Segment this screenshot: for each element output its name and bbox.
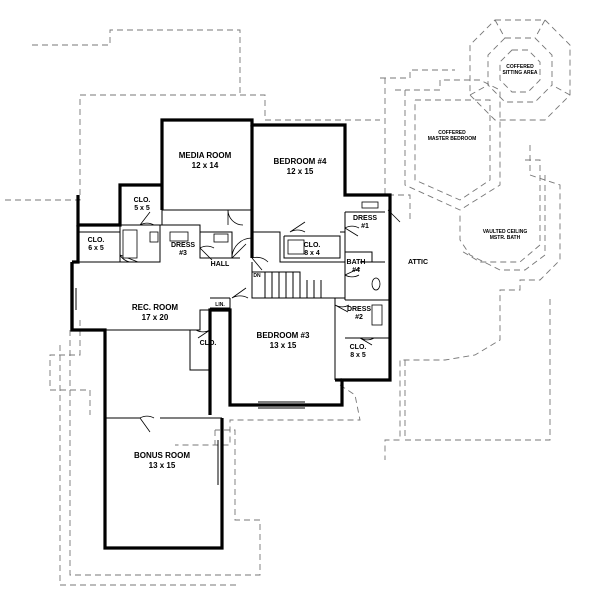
vaulted-bath-line2: MSTR. BATH — [490, 235, 521, 241]
hall-label: HALL — [211, 261, 230, 268]
roof-outline-dashed — [5, 29, 561, 586]
clo-8x5-name: CLO. — [350, 344, 367, 351]
media-room-size: 12 x 14 — [192, 161, 219, 170]
vaulted-bath-line1: VAULTED CEILING — [483, 229, 528, 235]
dress-3-num: #3 — [179, 250, 187, 257]
dress-1-name: DRESS — [353, 215, 377, 222]
dress-3-name: DRESS — [171, 242, 195, 249]
sitting-area-octagon — [469, 19, 571, 121]
sink-icon-2 — [213, 233, 229, 243]
bath-4-name: BATH — [347, 259, 366, 266]
dress-2-num: #2 — [355, 314, 363, 321]
clo-5x5-name: CLO. — [134, 197, 151, 204]
bath-4-num: #4 — [352, 267, 360, 274]
clo-8x4-size: 8 x 4 — [304, 250, 320, 257]
exterior-walls — [70, 118, 392, 550]
clo-6x5-size: 6 x 5 — [88, 245, 104, 252]
clo-8x5-size: 8 x 5 — [350, 352, 366, 359]
tub-icon-3 — [371, 304, 383, 326]
bonus-room-size: 13 x 15 — [149, 461, 176, 470]
bedroom-3-size: 13 x 15 — [270, 341, 297, 350]
lin-label: LIN. — [215, 302, 225, 308]
coffered-master-line1: COFFERED — [438, 130, 466, 136]
rec-room-size: 17 x 20 — [142, 313, 169, 322]
tub-icon — [122, 229, 138, 259]
clo-5x5-size: 5 x 5 — [134, 205, 150, 212]
bonus-room-name: BONUS ROOM — [134, 451, 190, 460]
toilet-icon — [371, 277, 381, 291]
tub-icon-2 — [287, 239, 305, 255]
dn-label: DN — [253, 273, 261, 279]
rec-room-name: REC. ROOM — [132, 303, 179, 312]
dress-2-name: DRESS — [347, 306, 371, 313]
clo-small-name: CLO. — [200, 340, 217, 347]
room-labels: MEDIA ROOM 12 x 14 BEDROOM #4 12 x 15 CL… — [88, 64, 538, 470]
bedroom-4-size: 12 x 15 — [287, 167, 314, 176]
dress-1-num: #1 — [361, 223, 369, 230]
bedroom-4-name: BEDROOM #4 — [274, 157, 327, 166]
clo-8x4-name: CLO. — [304, 242, 321, 249]
bath-fixtures — [122, 201, 383, 326]
coffered-master-line2: MASTER BEDROOM — [428, 136, 477, 142]
vanity-icon-2 — [361, 201, 379, 209]
coffered-sitting-line1: COFFERED — [506, 64, 534, 70]
clo-6x5-name: CLO. — [88, 237, 105, 244]
interior-walls — [75, 209, 390, 485]
coffered-sitting-line2: SITTING AREA — [502, 70, 537, 76]
attic-label: ATTIC — [408, 259, 428, 266]
media-room-name: MEDIA ROOM — [179, 151, 232, 160]
sink-icon — [149, 231, 159, 243]
door-swings — [119, 209, 401, 433]
vanity-icon — [169, 231, 189, 242]
bedroom-3-name: BEDROOM #3 — [257, 331, 310, 340]
staircase — [264, 272, 322, 298]
